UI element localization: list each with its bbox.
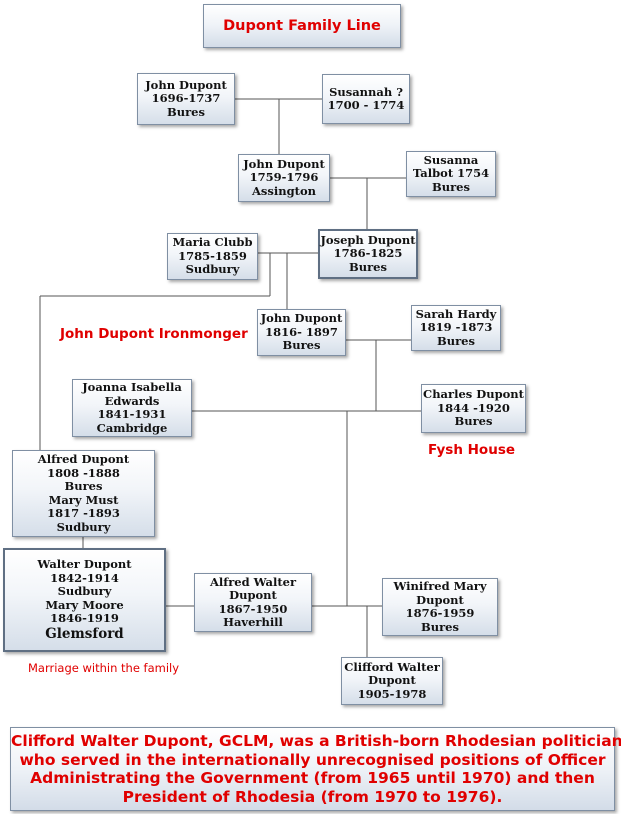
- person-dates: 1819 -1873: [419, 320, 493, 335]
- person-name-2: Dupont: [368, 673, 416, 688]
- person-box-joseph-dupont: Joseph Dupont 1786-1825 Bures: [318, 229, 418, 279]
- person-place: Bures: [421, 619, 459, 634]
- person-box-susanna-talbot: Susanna Talbot 1754 Bures: [406, 151, 496, 197]
- person-place: Bures: [349, 259, 387, 274]
- person-name: Alfred Dupont: [37, 452, 130, 466]
- person-dates: 1876-1959: [405, 606, 475, 620]
- person-dates: 1808 -1888: [47, 465, 120, 480]
- title-box: Dupont Family Line: [203, 4, 401, 48]
- person-box-john-dupont-1759: John Dupont 1759-1796 Assington: [238, 154, 330, 202]
- person-name: Walter Dupont: [37, 557, 132, 572]
- biography-line: Clifford Walter Dupont, GCLM, was a Brit…: [11, 732, 621, 750]
- person-name: Clifford Walter: [344, 659, 440, 674]
- person-name: Susanna: [423, 152, 479, 167]
- person-box-susannah: Susannah ? 1700 - 1774: [322, 74, 410, 124]
- person-name-2: Dupont: [416, 592, 464, 607]
- person-box-winifred-dupont: Winifred Mary Dupont 1876-1959 Bures: [382, 578, 498, 636]
- person-name: Winifred Mary: [393, 579, 487, 593]
- person-place: Bures: [167, 104, 205, 119]
- person-dates: 1867-1950: [218, 601, 288, 616]
- page-title: Dupont Family Line: [223, 18, 381, 34]
- person-place: Sudbury: [185, 262, 240, 277]
- person-dates: 1696-1737: [151, 91, 221, 106]
- person-name: Maria Clubb: [172, 235, 253, 250]
- person-box-charles-dupont: Charles Dupont 1844 -1920 Bures: [421, 384, 526, 433]
- person-name: John Dupont: [260, 311, 343, 326]
- biography-line: President of Rhodesia (from 1970 to 1976…: [122, 787, 503, 806]
- person-name: John Dupont: [145, 77, 227, 92]
- person-box-maria-clubb: Maria Clubb 1785-1859 Sudbury: [167, 233, 258, 280]
- person-dates: 1841-1931: [97, 407, 167, 421]
- spouse-dates: 1817 -1893: [47, 506, 120, 520]
- person-place: Bures: [64, 479, 103, 493]
- person-name: Sarah Hardy: [415, 306, 497, 321]
- person-dates: 1785-1859: [178, 248, 247, 263]
- person-name: Alfred Walter: [209, 574, 297, 589]
- person-name: Joseph Dupont: [320, 232, 416, 247]
- person-place: Haverhill: [223, 615, 283, 629]
- person-dates: Talbot 1754: [412, 166, 490, 181]
- person-dates: 1700 - 1774: [327, 98, 405, 112]
- person-box-sarah-hardy: Sarah Hardy 1819 -1873 Bures: [411, 305, 501, 351]
- person-box-alfred-dupont-1808: Alfred Dupont 1808 -1888 Bures Mary Must…: [12, 450, 155, 537]
- spouse-name: Mary Moore: [45, 597, 124, 612]
- person-box-joanna-edwards: Joanna Isabella Edwards 1841-1931 Cambri…: [72, 379, 192, 437]
- person-place: Bures: [432, 179, 470, 194]
- person-place: Bures: [454, 414, 493, 429]
- person-box-john-dupont-1816: John Dupont 1816- 1897 Bures: [257, 309, 346, 356]
- person-dates: 1816- 1897: [265, 324, 338, 339]
- spouse-place: Glemsford: [45, 625, 124, 642]
- person-name: John Dupont: [243, 156, 325, 171]
- biography-box: Clifford Walter Dupont, GCLM, was a Brit…: [10, 727, 621, 811]
- person-place: Cambridge: [96, 420, 168, 435]
- person-box-john-dupont-1696: John Dupont 1696-1737 Bures: [137, 73, 235, 125]
- person-dates: 1842-1914: [50, 570, 119, 585]
- spouse-name: Mary Must: [48, 492, 119, 507]
- person-place: Bures: [437, 333, 475, 348]
- fysh-house-label: Fysh House: [428, 442, 516, 458]
- person-dates: 1905-1978: [357, 686, 427, 701]
- person-dates: 1786-1825: [333, 246, 403, 261]
- biography-line: who served in the internationally unreco…: [19, 750, 606, 769]
- person-box-walter-dupont: Walter Dupont 1842-1914 Sudbury Mary Moo…: [3, 548, 166, 652]
- person-dates: 1844 -1920: [437, 400, 510, 415]
- person-place: Bures: [282, 338, 321, 353]
- person-dates: 1759-1796: [249, 170, 319, 185]
- person-place: Assington: [252, 183, 316, 198]
- person-name: Joanna Isabella: [82, 380, 182, 394]
- person-name-2: Dupont: [229, 588, 277, 602]
- biography-line: Administrating the Government (from 1965…: [30, 769, 595, 787]
- person-place: Sudbury: [57, 584, 112, 599]
- person-name-2: Edwards: [104, 393, 160, 408]
- person-name: Susannah ?: [329, 84, 403, 99]
- marriage-label: Marriage within the family: [28, 661, 180, 675]
- spouse-place: Sudbury: [56, 519, 111, 534]
- ironmonger-label: John Dupont Ironmonger: [60, 326, 248, 342]
- person-box-alfred-walter-dupont: Alfred Walter Dupont 1867-1950 Haverhill: [194, 573, 312, 632]
- person-box-clifford-dupont: Clifford Walter Dupont 1905-1978: [341, 657, 443, 705]
- person-name: Charles Dupont: [423, 387, 524, 402]
- spouse-dates: 1846-1919: [50, 611, 119, 626]
